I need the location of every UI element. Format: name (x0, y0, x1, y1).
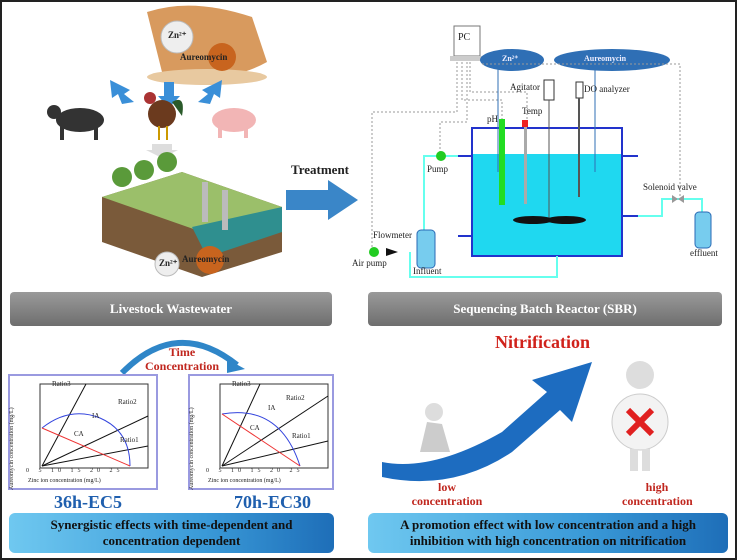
sbr-bar: Sequencing Batch Reactor (SBR) (368, 292, 722, 326)
ratio2-label: Ratio2 (118, 398, 137, 406)
reactor-liquid (473, 154, 621, 255)
agitator-icon (543, 79, 555, 101)
agitator-label: Agitator (510, 82, 540, 92)
ratio1-label: Ratio1 (120, 436, 139, 444)
ratio3-label: Ratio3 (232, 380, 251, 388)
do-analyzer-icon (575, 81, 584, 99)
aureomycin-label: Aureomycin (180, 52, 228, 62)
temp-label: Temp (522, 106, 543, 116)
ca-label: CA (250, 424, 260, 432)
zinc-label: Zn²⁺ (168, 30, 187, 40)
influent-bottle-icon (416, 229, 436, 269)
chart-70h (188, 374, 334, 490)
ratio3-label: Ratio3 (52, 380, 71, 388)
zinc-label-bottom: Zn²⁺ (159, 258, 178, 268)
sbr-diagram (369, 25, 712, 278)
wastewater-landscape-icon (102, 152, 282, 277)
livestock-wastewater-bar: Livestock Wastewater (10, 292, 332, 326)
cattle-icon (47, 105, 104, 140)
aureomycin-particle-icon (208, 43, 236, 71)
zinc-tank (480, 49, 544, 71)
time-concentration-label: Time Concentration (142, 345, 222, 373)
inhibition-figure-icon (611, 361, 669, 471)
influent-label: Influent (413, 266, 442, 276)
effluent-bottle-icon (694, 211, 712, 249)
person-icon (425, 403, 443, 421)
air-pump-label: Air pump (352, 258, 387, 268)
do-analyzer-label: DO analyzer (584, 84, 630, 94)
pig-icon (212, 108, 256, 138)
ph-label: pH (487, 114, 498, 124)
ca-label: CA (74, 430, 84, 438)
rooster-icon (144, 92, 183, 140)
solenoid-valve-label: Solenoid valve (643, 182, 697, 192)
time-label: Time (168, 345, 196, 359)
treatment-label: Treatment (291, 162, 349, 177)
xticks: 0 5 10 15 20 25 (26, 468, 124, 474)
x-axis-label: Zinc ion concentration (mg/L) (28, 478, 101, 484)
aureomycin-tank (554, 49, 670, 71)
treatment-arrow-icon (286, 180, 358, 220)
zinc-particle-icon (160, 20, 194, 54)
nitrification-title: Nitrification (495, 332, 590, 352)
nitrification-bar: A promotion effect with low concentratio… (368, 513, 728, 553)
chart-36h (8, 374, 158, 490)
concentration-label: Concentration (145, 359, 219, 373)
flowmeter-icon (386, 248, 398, 256)
isobologram-36h (39, 383, 149, 469)
synergy-bar: Synergistic effects with time-dependent … (9, 513, 334, 553)
y-axis-label: Aureomycin concentration (mg/L) (189, 407, 195, 490)
sbr-aureomycin-label: Aureomycin (584, 54, 627, 63)
xticks: 0 5 10 15 20 25 (206, 468, 304, 474)
livestock-illustration (47, 5, 282, 277)
time-arrow-icon (119, 340, 245, 375)
ratio1-label: Ratio1 (292, 432, 311, 440)
flowmeter-label: Flowmeter (373, 230, 412, 240)
aureomycin-label-bottom: Aureomycin (182, 254, 230, 264)
pump-label: Pump (427, 164, 449, 174)
solenoid-valve-icon (672, 195, 684, 203)
y-axis-label: Aureomycin concentration (mg/L) (9, 407, 15, 490)
high-concentration-label: high concentration (622, 480, 693, 508)
ratio2-label: Ratio2 (286, 394, 305, 402)
caption-36h: 36h-EC5 (54, 492, 123, 512)
temp-probe (522, 120, 528, 127)
ph-probe (499, 119, 505, 205)
pc-label: PC (458, 32, 471, 43)
promotion-arrow-icon (382, 362, 592, 482)
ia-label: IA (268, 404, 276, 412)
low-concentration-label: low concentration (411, 480, 483, 508)
sbr-zinc-label: Zn²⁺ (502, 54, 519, 63)
pump-icon (436, 151, 446, 161)
x-axis-label: Zinc ion concentration (mg/L) (208, 478, 281, 484)
down-arrow-icon (146, 144, 178, 158)
ia-label: IA (92, 412, 100, 420)
caption-70h: 70h-EC30 (234, 492, 312, 512)
air-pump-icon (369, 247, 379, 257)
effluent-label: effluent (690, 248, 718, 258)
isobologram-70h (219, 383, 329, 469)
